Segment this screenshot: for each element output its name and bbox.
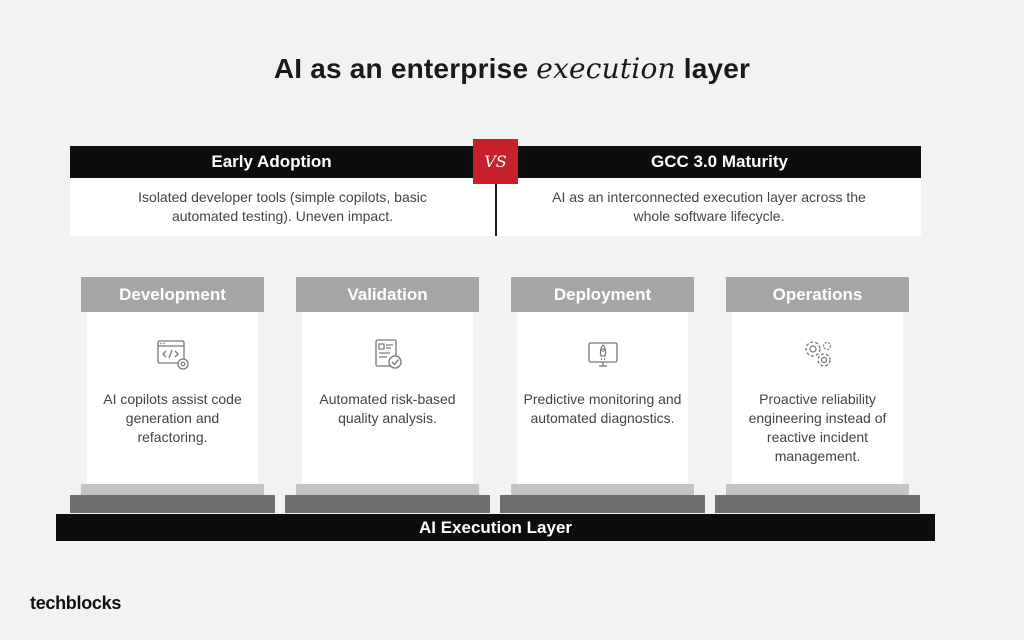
- pillar-deployment-plinth: [511, 484, 694, 495]
- ai-execution-layer-base: AI Execution Layer: [56, 514, 935, 541]
- early-adoption-panel: Isolated developer tools (simple copilot…: [70, 178, 495, 236]
- gears-icon: [804, 341, 831, 367]
- pillar-development-text: AI copilots assist code generation and r…: [103, 391, 242, 445]
- pillar-validation-title: Validation: [296, 277, 479, 312]
- pillar-development: AI copilots assist code generation and r…: [87, 312, 258, 484]
- pillar-deployment: Predictive monitoring and automated diag…: [517, 312, 688, 484]
- techblocks-logo: techblocks: [30, 593, 122, 613]
- pillar-development-plinth: [81, 484, 264, 495]
- gcc-maturity-heading: GCC 3.0 Maturity: [518, 146, 921, 178]
- pillar-operations-title: Operations: [726, 277, 909, 312]
- pillar-deployment-title: Deployment: [511, 277, 694, 312]
- pillar-validation-base: [285, 495, 490, 513]
- pillar-operations: Proactive reliability engineering instea…: [732, 312, 903, 484]
- code-window-gear-icon: [156, 340, 189, 370]
- pillar-validation-plinth: [296, 484, 479, 495]
- title-prefix: AI as an enterprise: [273, 53, 537, 84]
- pillar-development-title: Development: [81, 277, 264, 312]
- gcc-maturity-text: AI as an interconnected execution layer …: [552, 189, 866, 224]
- early-adoption-text: Isolated developer tools (simple copilot…: [138, 189, 427, 224]
- pillar-deployment-base: [500, 495, 705, 513]
- title-suffix: layer: [675, 53, 751, 84]
- checklist-document-icon: [374, 339, 402, 369]
- pillar-operations-plinth: [726, 484, 909, 495]
- pillar-validation-text: Automated risk-based quality analysis.: [319, 391, 456, 426]
- early-adoption-heading: Early Adoption: [70, 146, 473, 178]
- comparison-divider: [495, 178, 497, 236]
- pillar-development-base: [70, 495, 275, 513]
- gcc-maturity-panel: AI as an interconnected execution layer …: [497, 178, 921, 236]
- pillar-operations-text: Proactive reliability engineering instea…: [748, 391, 887, 464]
- rocket-monitor-icon: [587, 342, 618, 367]
- page-title: AI as an enterprise execution layer: [0, 52, 1024, 85]
- title-emphasis: execution: [536, 52, 676, 85]
- pillar-validation: Automated risk-based quality analysis.: [302, 312, 473, 484]
- vs-badge: VS: [473, 139, 518, 184]
- pillar-operations-base: [715, 495, 920, 513]
- pillar-deployment-text: Predictive monitoring and automated diag…: [523, 391, 682, 426]
